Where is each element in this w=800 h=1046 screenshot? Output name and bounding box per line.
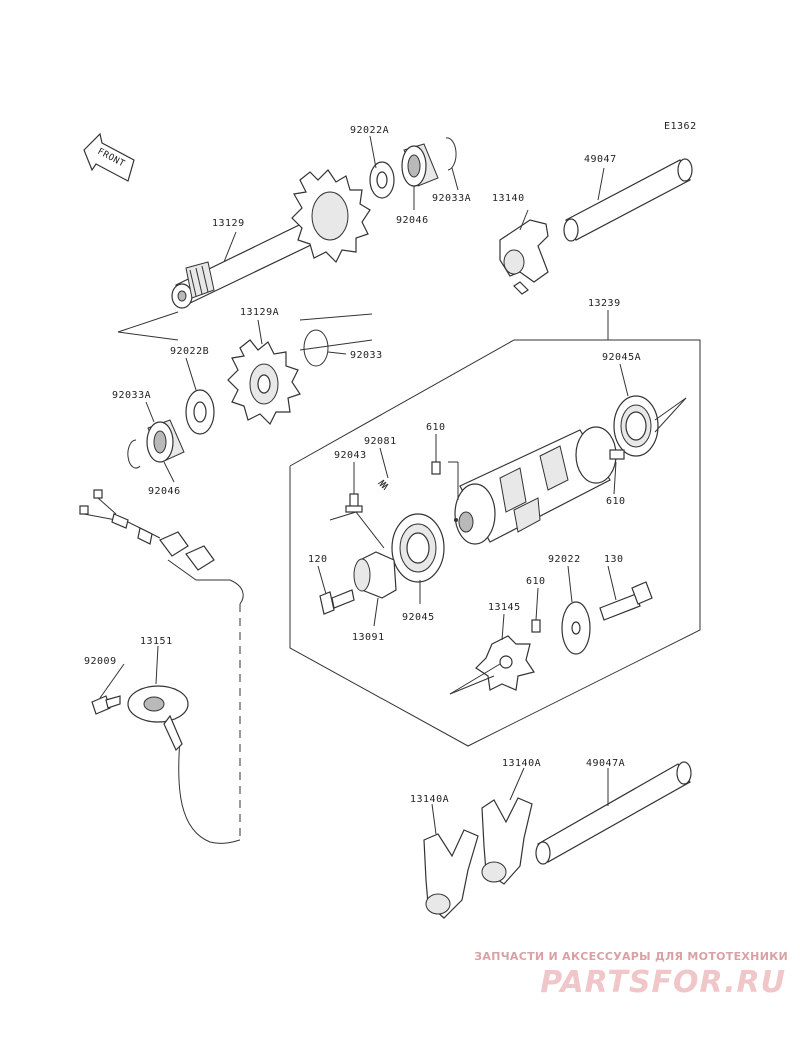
label-92033A-lower: 92033A [112, 390, 151, 401]
bolt-130 [599, 581, 653, 621]
shift-fork-13140 [499, 219, 549, 295]
label-13151: 13151 [140, 636, 173, 647]
label-49047: 49047 [584, 154, 617, 165]
label-13091: 13091 [352, 632, 385, 643]
washer-92022B [185, 389, 215, 435]
bolt-120 [319, 589, 355, 615]
part-number-labels: 92022A 92046 92033A 13140 49047 13129 13… [84, 125, 641, 805]
watermark: ЗАПЧАСТИ И АКСЕССУАРЫ ДЛЯ МОТОТЕХНИКИ PA… [474, 950, 788, 1000]
screw-92009 [91, 695, 121, 715]
neutral-switch-13151 [127, 685, 189, 752]
snap-ring-92033A-b [127, 439, 141, 469]
shift-fork-13140A-b [481, 797, 533, 885]
label-13129A: 13129A [240, 307, 279, 318]
shift-shaft-13129 [171, 209, 339, 309]
pin-610a [431, 461, 441, 475]
needle-bearing-92046a [401, 143, 439, 187]
label-92081: 92081 [364, 436, 397, 447]
gear-13129 [291, 169, 371, 264]
label-13140: 13140 [492, 193, 525, 204]
shift-rod-49047A [535, 761, 692, 865]
label-92022: 92022 [548, 554, 581, 565]
watermark-logo: PARTSFOR.RU [540, 965, 786, 1000]
label-610-right: 610 [606, 496, 626, 507]
washer-92022 [561, 601, 591, 655]
label-13129: 13129 [212, 218, 245, 229]
gear-13129A [227, 339, 301, 426]
label-120: 120 [308, 554, 328, 565]
shift-fork-13140A-a [423, 829, 479, 919]
label-13239: 13239 [588, 298, 621, 309]
shift-rod-49047 [563, 158, 693, 242]
label-49047A: 49047A [586, 758, 625, 769]
label-92033A-upper: 92033A [432, 193, 471, 204]
label-610-top: 610 [426, 422, 446, 433]
washer-92022A [369, 161, 395, 199]
shift-drum [454, 426, 617, 545]
label-92045: 92045 [402, 612, 435, 623]
needle-bearing-92046b [146, 419, 185, 463]
neutral-switch-wiring [79, 489, 244, 844]
label-92045A: 92045A [602, 352, 641, 363]
snap-ring-92033A [445, 137, 457, 171]
ball-bearing-92045A [613, 395, 659, 457]
spring-92081 [377, 479, 389, 491]
ball-bearing-92045 [391, 513, 445, 583]
front-arrow-icon: FRONT [83, 132, 135, 182]
label-92043: 92043 [334, 450, 367, 461]
pin-92043 [345, 493, 363, 513]
label-610-lower: 610 [526, 576, 546, 587]
label-92046-upper: 92046 [396, 215, 429, 226]
label-130: 130 [604, 554, 624, 565]
label-92022B: 92022B [170, 346, 209, 357]
leader-lines [99, 135, 629, 835]
label-92046-lower: 92046 [148, 486, 181, 497]
label-92009: 92009 [84, 656, 117, 667]
star-cam-13145 [475, 635, 535, 691]
snap-ring-92033 [303, 329, 329, 367]
holder-13091 [353, 551, 397, 599]
label-92033: 92033 [350, 350, 383, 361]
diagram-code: E1362 [664, 121, 697, 132]
pin-610c [531, 619, 541, 633]
label-13140A-right: 13140A [502, 758, 541, 769]
pin-610b [609, 449, 625, 460]
assembly-outline-13239 [289, 339, 701, 747]
label-13145: 13145 [488, 602, 521, 613]
label-92022A: 92022A [350, 125, 389, 136]
label-13140A-left: 13140A [410, 794, 449, 805]
watermark-tagline: ЗАПЧАСТИ И АКСЕССУАРЫ ДЛЯ МОТОТЕХНИКИ [474, 950, 788, 963]
